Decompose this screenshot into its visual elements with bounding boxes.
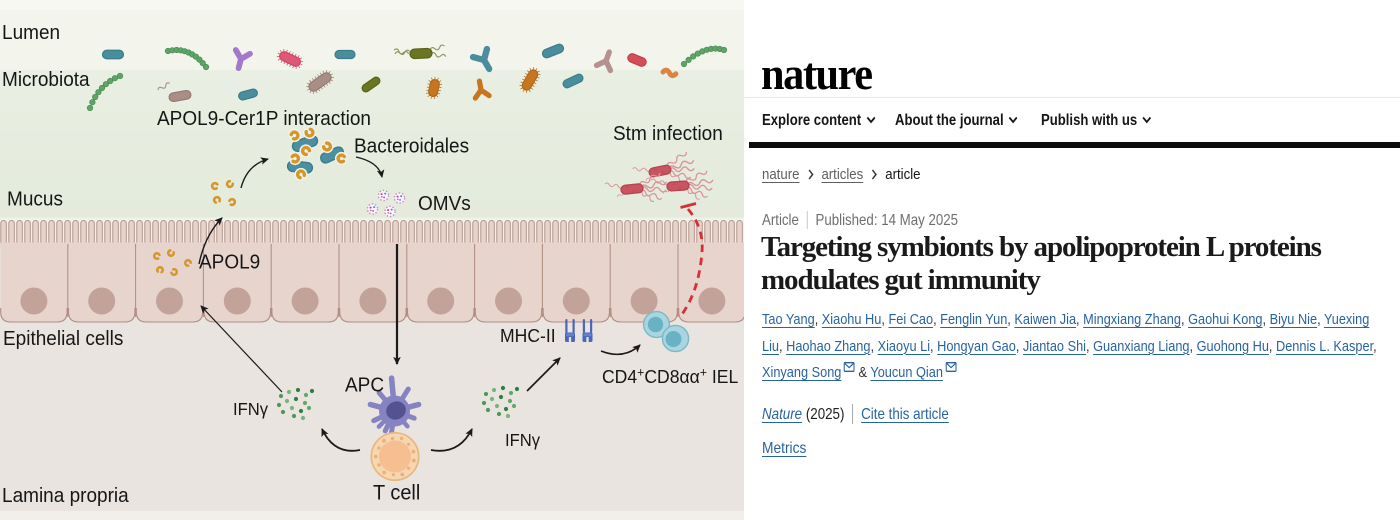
svg-text:Bacteroidales: Bacteroidales xyxy=(354,135,469,158)
svg-text:APOL9: APOL9 xyxy=(199,251,260,274)
svg-text:APOL9-Cer1P interaction: APOL9-Cer1P interaction xyxy=(157,108,371,131)
svg-text:APC: APC xyxy=(345,374,384,397)
svg-text:IFNγ: IFNγ xyxy=(505,431,541,450)
svg-text:Lamina propria: Lamina propria xyxy=(2,485,129,508)
svg-text:MHC-II: MHC-II xyxy=(500,326,556,347)
svg-text:CD4+CD8αα+ IEL: CD4+CD8αα+ IEL xyxy=(602,365,738,387)
svg-text:OMVs: OMVs xyxy=(418,193,471,216)
svg-text:Lumen: Lumen xyxy=(2,22,60,45)
svg-text:IFNγ: IFNγ xyxy=(233,400,269,419)
svg-text:T cell: T cell xyxy=(373,481,420,505)
svg-text:Microbiota: Microbiota xyxy=(2,69,90,92)
svg-text:Stm infection: Stm infection xyxy=(613,123,723,146)
svg-text:Mucus: Mucus xyxy=(7,188,63,211)
svg-text:Epithelial cells: Epithelial cells xyxy=(3,328,124,351)
